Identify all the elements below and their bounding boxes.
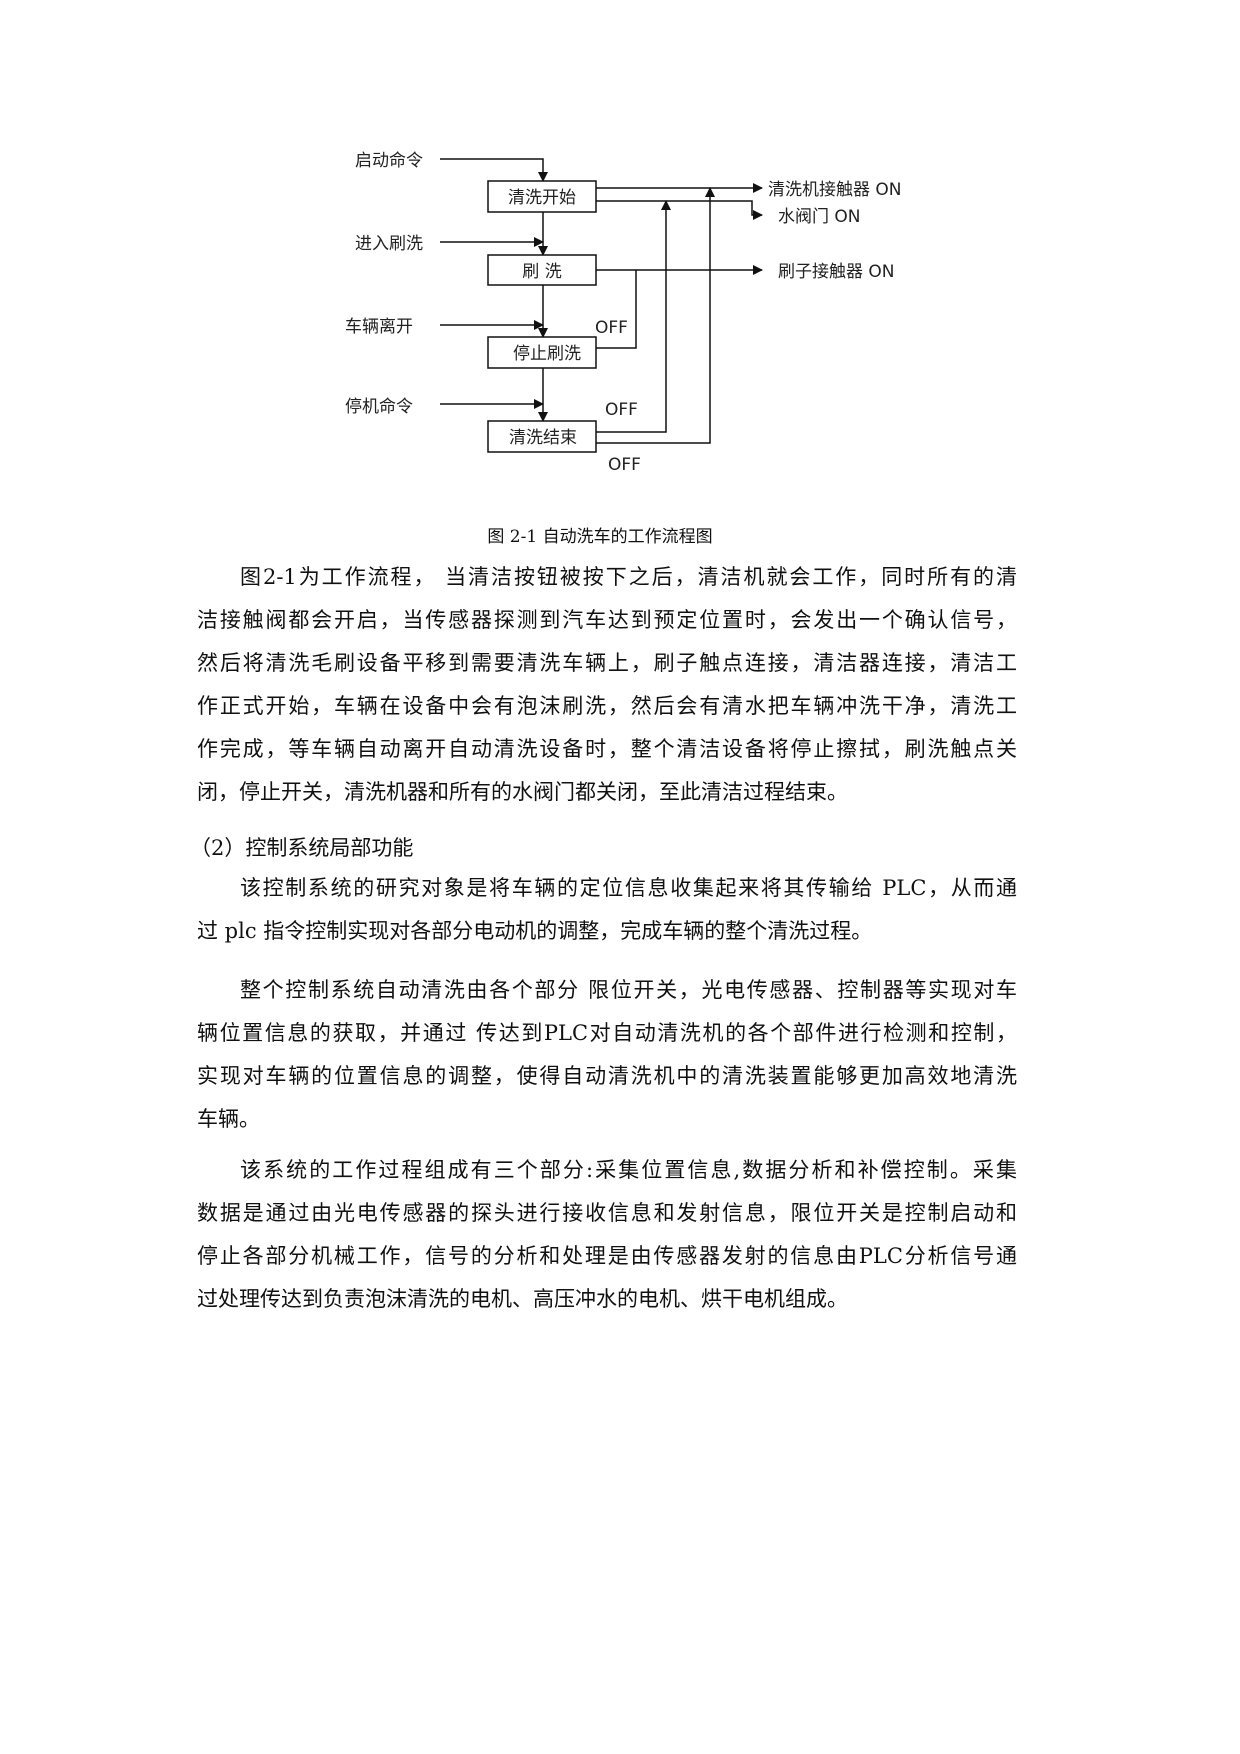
feedback-arrow (596, 187, 715, 444)
input-arrow (440, 158, 548, 182)
output-label: 清洗机接触器 ON (768, 180, 902, 200)
text-line: 图2-1为工作流程， 当清洁按钮被按下之后，清洁机就会工作，同时所有的清 (240, 565, 1017, 589)
output-label: 刷子接触器 ON (778, 262, 895, 282)
step-label: 清洗开始 (508, 188, 576, 208)
feedback-arrow (596, 200, 671, 433)
heading-text: （2）控制系统局部功能 (190, 836, 414, 860)
text-line: 停止各部分机械工作，信号的分析和处理是由传感器发射的信息由PLC分析信号通 (197, 1244, 1017, 1268)
input-label: 进入刷洗 (355, 234, 423, 254)
input-label: 启动命令 (355, 151, 423, 171)
text-line: 实现对车辆的位置信息的调整，使得自动清洗机中的清洗装置能够更加高效地清洗 (197, 1064, 1017, 1088)
step-box (487, 336, 597, 369)
paragraph-4: 该系统的工作过程组成有三个部分:采集位置信息,数据分析和补偿控制。采集 数据是通… (197, 1149, 1017, 1321)
text-line: 该控制系统的研究对象是将车辆的定位信息收集起来将其传输给 PLC，从而通 (240, 876, 1017, 900)
step-label: 清洗结束 (509, 428, 577, 448)
input-label: 车辆离开 (345, 317, 413, 337)
step-label: 停止刷洗 (513, 344, 581, 364)
figure-caption: 图 2-1 自动洗车的工作流程图 (487, 527, 713, 547)
paragraph-3: 整个控制系统自动清洗由各个部分 限位开关，光电传感器、控制器等实现对车 辆位置信… (197, 969, 1017, 1141)
paragraph-2: 该控制系统的研究对象是将车辆的定位信息收集起来将其传输给 PLC，从而通 过 p… (197, 867, 1017, 953)
off-label: OFF (595, 318, 628, 338)
output-label: 水阀门 ON (778, 207, 861, 227)
text-line: 然后将清洗毛刷设备平移到需要清洗车辆上，刷子触点连接，清洁器连接，清洁工 (197, 651, 1017, 675)
text-line: 辆位置信息的获取，并通过 传达到PLC对自动清洗机的各个部件进行检测和控制， (197, 1021, 1017, 1045)
text-line: 洁接触阀都会开启，当传感器探测到汽车达到预定位置时，会发出一个确认信号， (197, 608, 1017, 632)
off-label: OFF (608, 455, 641, 475)
text-line: 闭，停止开关，清洗机器和所有的水阀门都关闭，至此清洁过程结束。 (197, 780, 848, 804)
step-label: 刷 洗 (522, 262, 561, 282)
text-line: 过 plc 指令控制实现对各部分电动机的调整，完成车辆的整个清洗过程。 (197, 919, 873, 943)
step-box (487, 420, 597, 453)
input-label: 停机命令 (345, 397, 413, 417)
paragraph-1: 图2-1为工作流程， 当清洁按钮被按下之后，清洁机就会工作，同时所有的清 洁接触… (197, 556, 1017, 814)
text-line: 作完成，等车辆自动离开自动清洗设备时，整个清洁设备将停止擦拭，刷洗触点关 (197, 737, 1017, 761)
text-line: 过处理传达到负责泡沫清洗的电机、高压冲水的电机、烘干电机组成。 (197, 1287, 848, 1311)
text-line: 整个控制系统自动清洗由各个部分 限位开关，光电传感器、控制器等实现对车 (240, 978, 1017, 1002)
output-arrow (596, 200, 763, 220)
text-line: 作正式开始，车辆在设备中会有泡沫刷洗，然后会有清水把车辆冲洗干净，清洗工 (197, 694, 1017, 718)
section-heading: （2）控制系统局部功能 (190, 827, 1010, 870)
step-box (487, 254, 597, 286)
text-line: 数据是通过由光电传感器的探头进行接收信息和发射信息，限位开关是控制启动和 (197, 1201, 1017, 1225)
workflow-diagram: 启动命令 进入刷洗 车辆离开 停机命令 清洗开始 刷 洗 停止刷洗 清洗结束 清… (345, 151, 902, 475)
text-line: 车辆。 (197, 1107, 260, 1131)
text-line: 该系统的工作过程组成有三个部分:采集位置信息,数据分析和补偿控制。采集 (240, 1158, 1017, 1182)
feedback-line (596, 270, 637, 349)
step-box (487, 180, 597, 213)
off-label: OFF (605, 400, 638, 420)
